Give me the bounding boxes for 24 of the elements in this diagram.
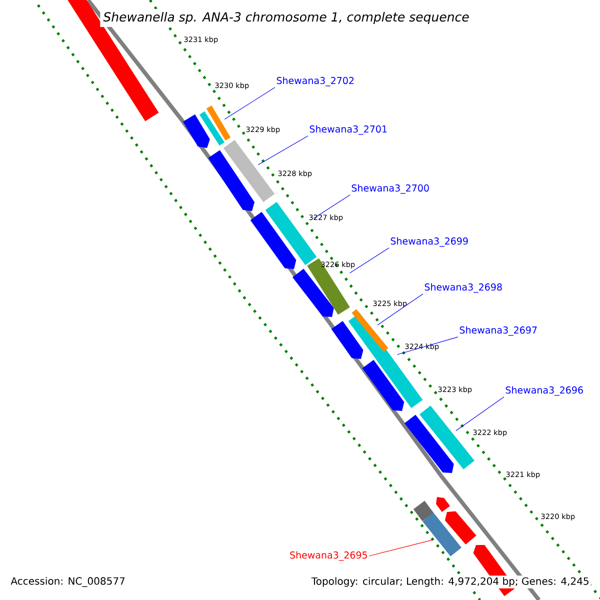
gene-label: Shewana3_2695	[290, 551, 367, 561]
gene-bar	[420, 406, 474, 470]
leader-line	[396, 336, 458, 355]
gene-bar	[206, 105, 231, 141]
leader-line	[349, 248, 390, 274]
leader-line	[224, 87, 276, 120]
gene-label: Shewana3_2698	[424, 283, 502, 293]
leader-line	[368, 540, 433, 556]
gene-label: Shewana3_2699	[390, 237, 468, 247]
footer-text: Topology: circular; Length: 4,972,204 bp; Genes: 4,245	[310, 576, 591, 588]
leader-line	[456, 396, 504, 431]
leader-line	[377, 294, 424, 326]
footer-text: Accession: NC_008577	[9, 576, 127, 588]
gene-label: Shewana3_2702	[276, 76, 354, 86]
gene-label: Shewana3_2696	[506, 386, 583, 396]
gene-bar	[422, 512, 462, 556]
gene-bar	[223, 140, 275, 202]
leader-line	[313, 194, 350, 219]
leader-line	[258, 136, 308, 166]
gene-bar	[352, 309, 388, 352]
gene-label: Shewana3_2701	[310, 125, 387, 135]
gene-label: Shewana3_2700	[352, 184, 429, 194]
title: Shewanella sp. ANA-3 chromosome 1, complete sequence	[100, 8, 472, 28]
gene-label: Shewana3_2697	[460, 326, 537, 336]
